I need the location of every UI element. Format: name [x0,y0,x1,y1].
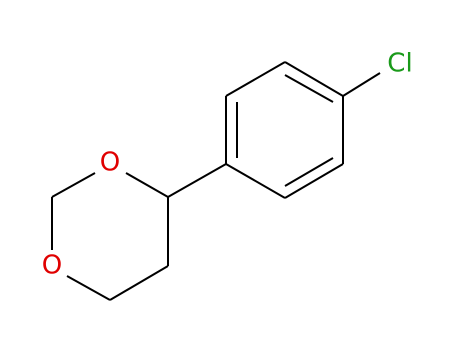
bond-aryl-to-dioxane [167,163,227,198]
oxygen-upper-atom-label: O [100,148,120,178]
bond-c6-c5 [109,265,169,301]
bond-ring-bottom-left [225,163,286,199]
bond-o1-c6 [66,275,111,301]
bond-ring-top-right [284,61,344,97]
bond-c-cl [342,72,381,97]
bond-c4-o3 [125,172,169,198]
double-bond-inner-top [284,74,334,103]
bond-ring-bottom-right [284,163,344,199]
benzene-ring [225,61,344,199]
bond-ring-top-left [225,61,286,97]
oxygen-lower-atom-label: O [42,251,62,281]
bond-o3-c2 [51,172,96,198]
chlorine-atom-label: Cl [387,49,412,79]
double-bond-inner-bottom [284,157,334,187]
dioxane-ring: O O [42,148,169,301]
